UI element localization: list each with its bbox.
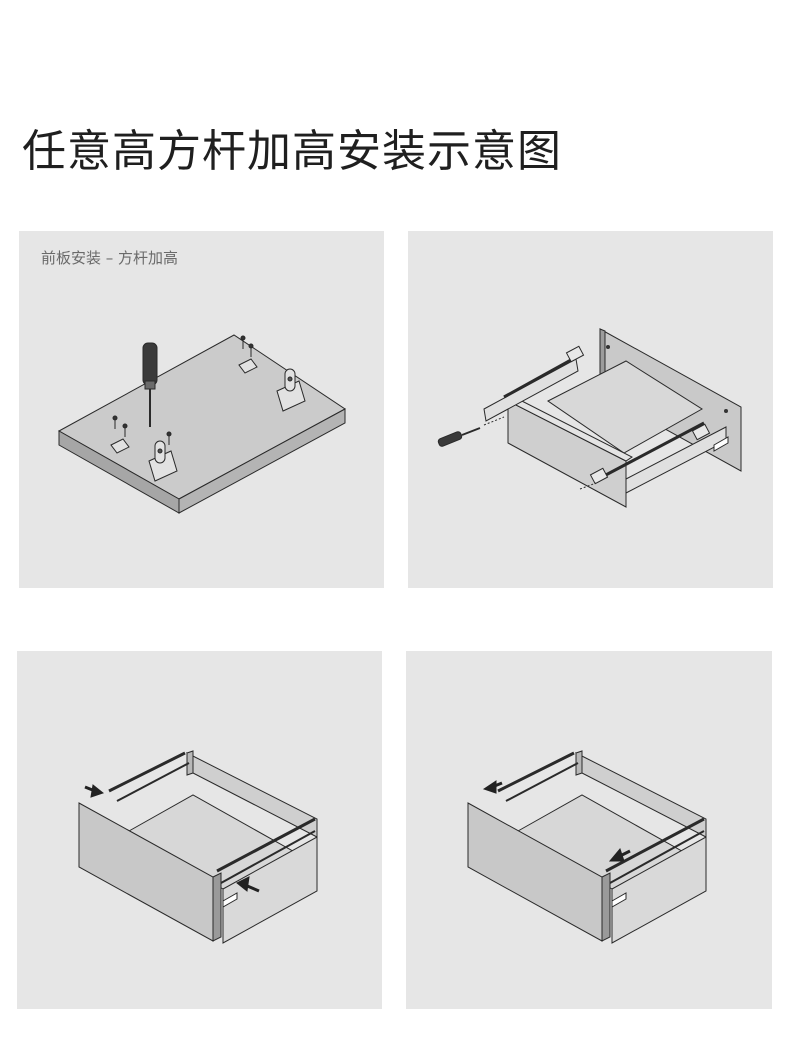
arrow-release-right [608, 847, 631, 862]
arrow-insert-right [236, 876, 260, 893]
screwdriver [437, 427, 481, 447]
diagram-panel-front-board: 前板安装 – 方杆加高 [19, 231, 384, 588]
screws-left [112, 415, 172, 445]
board-edge-right [178, 408, 346, 514]
diagram-panel-rail-mounting [408, 231, 773, 588]
drawer-bottom [547, 360, 703, 454]
rod-left-lower [116, 762, 190, 802]
drawer-side-right [222, 836, 318, 944]
rod-right-lower [220, 830, 316, 884]
rail-mount-illustration [437, 328, 742, 508]
board-illustration [57, 334, 346, 514]
rod-right-lower [609, 830, 705, 884]
arrow-insert-left [84, 784, 105, 798]
rod-right-upper [216, 817, 316, 873]
drawer-release-illustration [467, 750, 707, 944]
screwdriver [142, 342, 158, 427]
rod-left-lower [505, 762, 579, 802]
rod-left-upper [108, 751, 186, 793]
rod-right [601, 421, 705, 479]
screws-top [240, 335, 254, 357]
clip-top [238, 358, 258, 374]
drawer-side-right [611, 836, 707, 944]
bracket-right [276, 368, 306, 412]
arrow-release-left [482, 780, 503, 794]
drawer-insert-illustration [78, 750, 318, 944]
board-top [57, 334, 346, 500]
diagram-panel-rods-insert [17, 651, 382, 1009]
clip-left [110, 438, 130, 454]
panel-caption: 前板安装 – 方杆加高 [41, 249, 179, 267]
rod-right-upper [605, 817, 705, 873]
bracket-left [148, 440, 178, 482]
diagram-panel-rods-release [406, 651, 772, 1009]
page-title: 任意高方杆加高安装示意图 [22, 126, 562, 177]
screw-leaders [483, 416, 597, 490]
rod-top [503, 353, 581, 399]
rod-left-upper [497, 751, 575, 793]
